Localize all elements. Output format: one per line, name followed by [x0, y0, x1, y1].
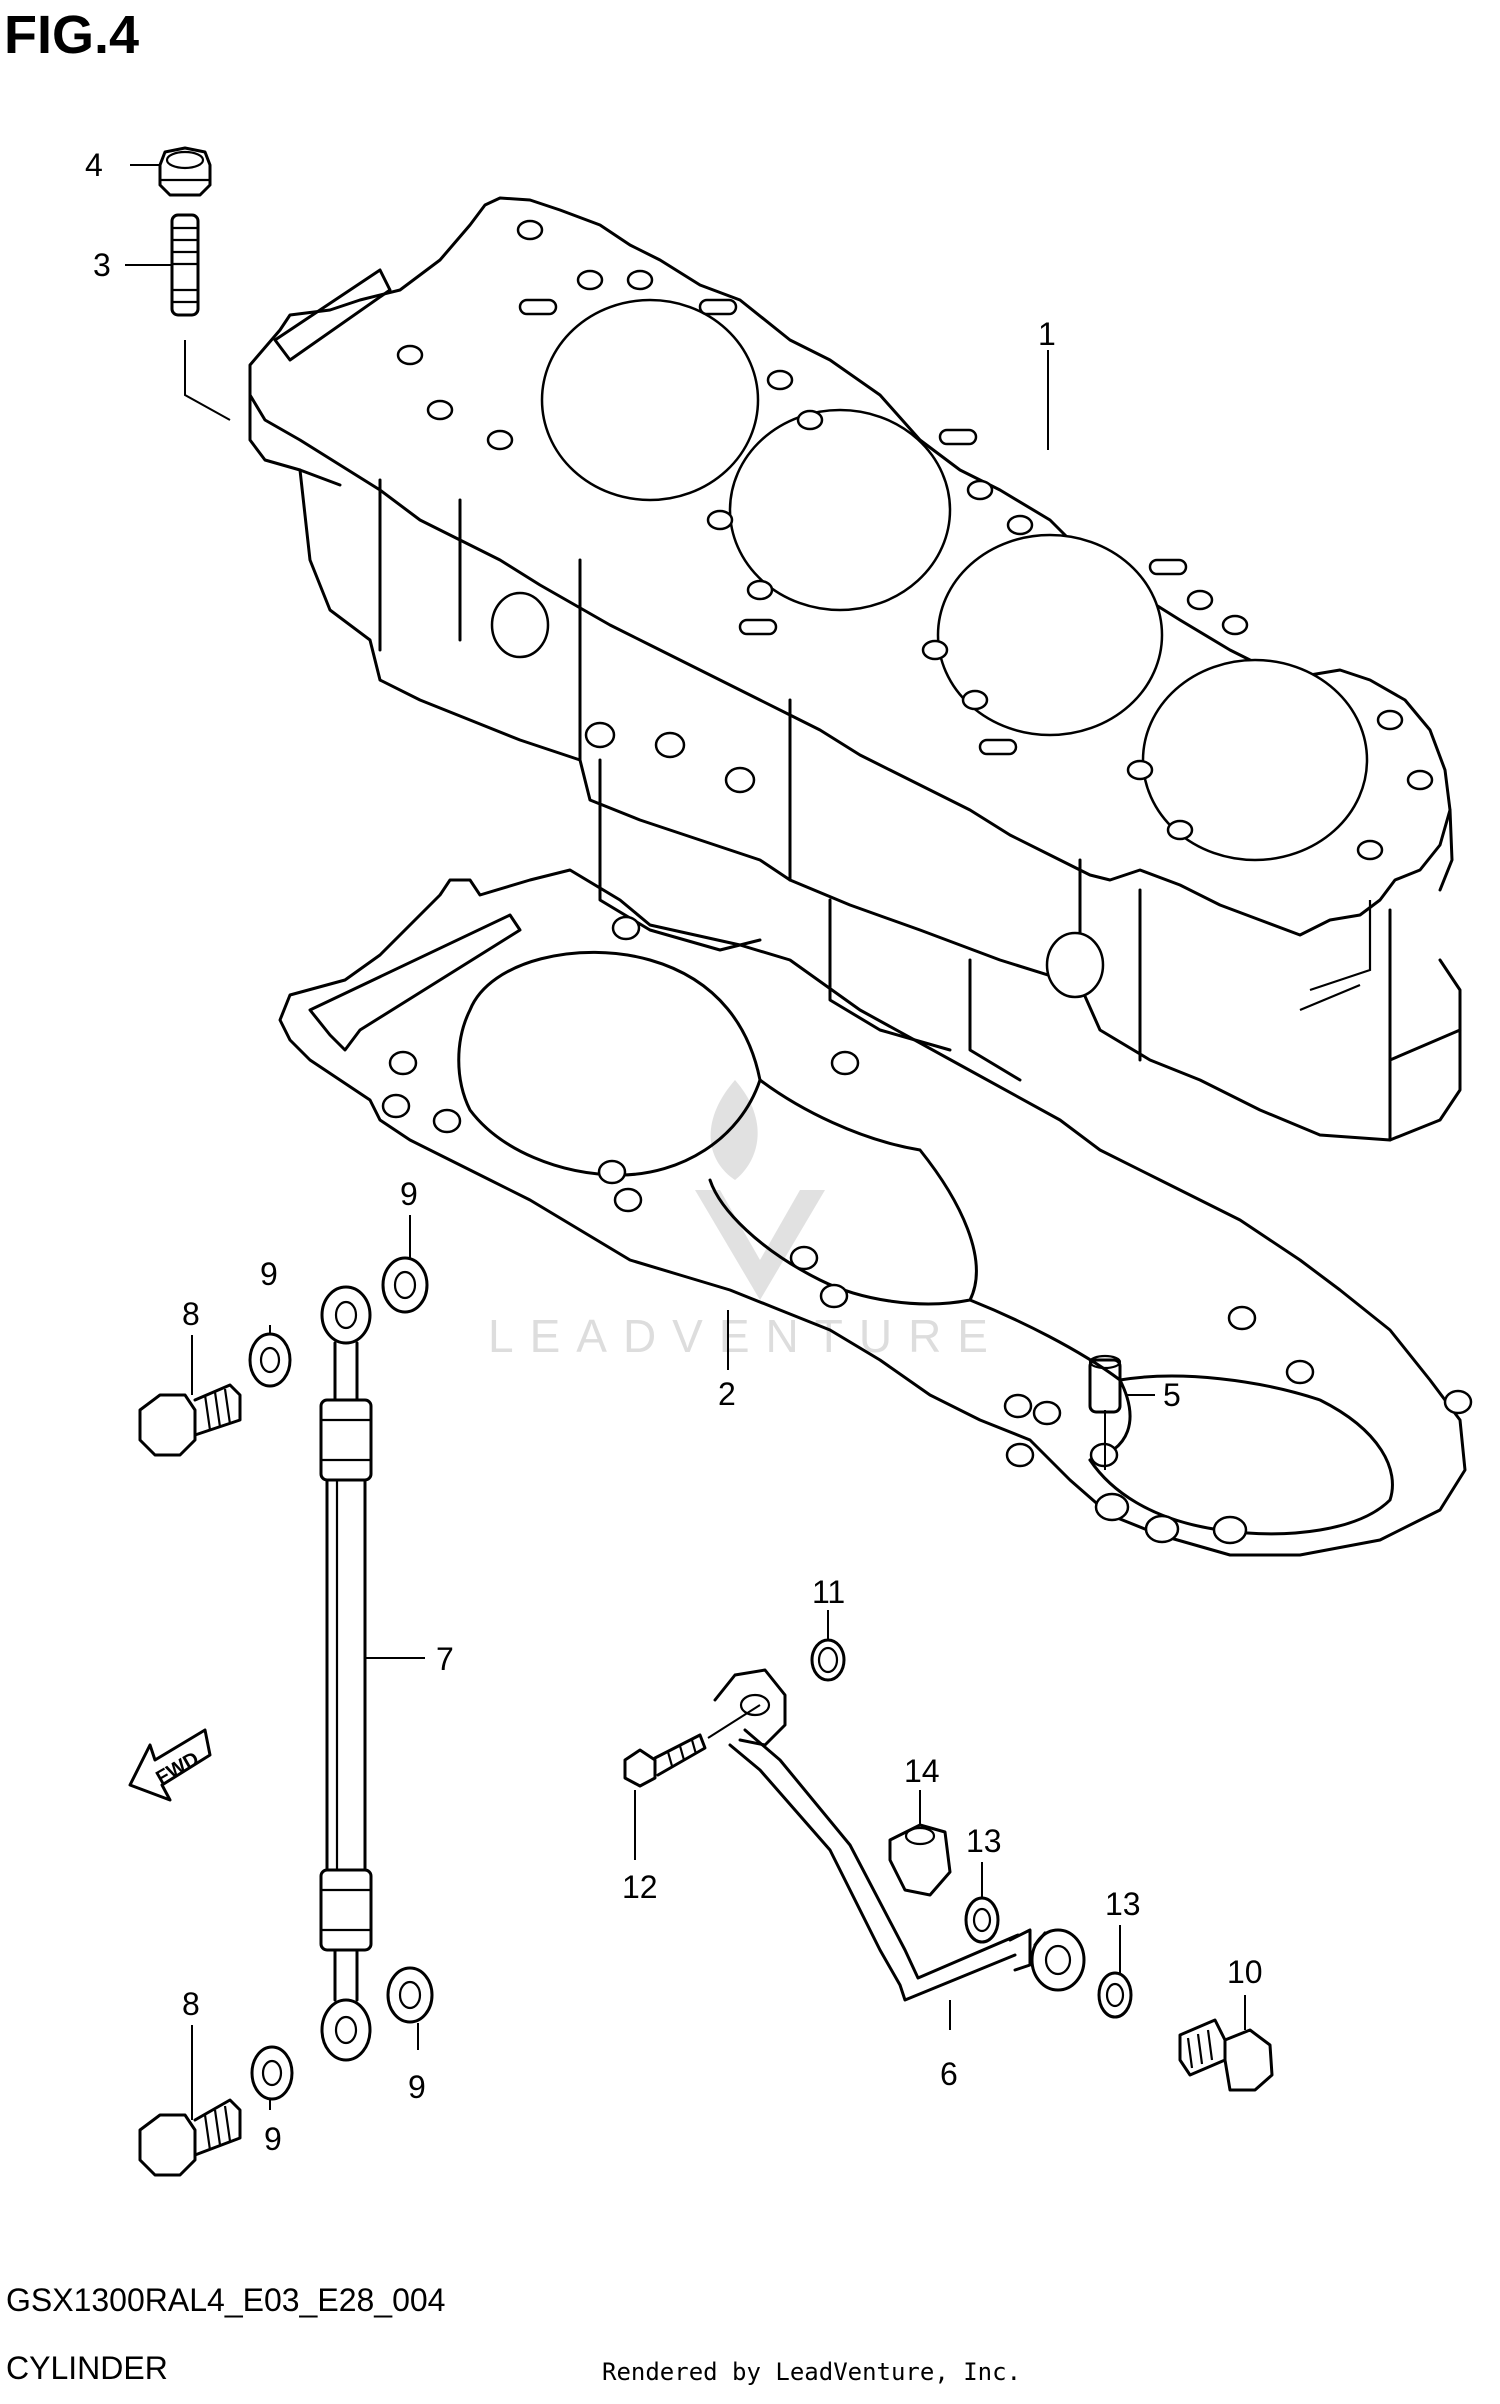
callout-3: 3 [93, 247, 111, 283]
oil-pipe[interactable] [713, 1668, 1086, 2002]
callout-14: 14 [904, 1753, 940, 1789]
bore-1 [540, 298, 760, 502]
callout-10: 10 [1227, 1954, 1263, 1990]
callout-9-lower-right: 9 [408, 2069, 426, 2105]
callout-8-upper: 8 [182, 1296, 200, 1332]
boss-right [1045, 931, 1105, 999]
watermark-text: LEADVENTURE [488, 1310, 1004, 1362]
gasket-cam-window [308, 913, 522, 1052]
gasket-holes [381, 915, 1473, 1545]
stud[interactable] [170, 213, 200, 317]
gasket-bore-1 [457, 950, 762, 1177]
callout-7: 7 [436, 1641, 454, 1677]
cylinder-gasket[interactable] [278, 868, 1473, 1557]
cap[interactable] [888, 1823, 952, 1897]
model-code: GSX1300RAL4_E03_E28_004 [6, 2282, 446, 2318]
callout-9-upper-left: 9 [260, 1256, 278, 1292]
deck-holes [396, 219, 1434, 861]
fwd-label: FWD [152, 1748, 202, 1790]
washer-upper-left[interactable] [248, 1332, 292, 1388]
callout-4: 4 [85, 147, 103, 183]
bolt[interactable] [623, 1733, 707, 1788]
callouts: 1 2 3 4 5 6 7 8 8 9 9 9 9 10 11 12 13 13… [85, 147, 1263, 2157]
gasket-washer-a[interactable] [964, 1896, 1000, 1944]
callout-9-upper-right: 9 [400, 1176, 418, 1212]
watermark-logo: LEADVENTURE [488, 1080, 1004, 1362]
oil-hose[interactable] [319, 1285, 373, 2062]
washer-upper-right[interactable] [381, 1256, 429, 1314]
union-bolt-right[interactable] [1178, 2018, 1274, 2092]
callout-2: 2 [718, 1376, 736, 1412]
o-ring[interactable] [810, 1638, 846, 1682]
section-name: CYLINDER [6, 2350, 168, 2386]
washer-lower-right[interactable] [386, 1966, 434, 2024]
callout-11: 11 [812, 1574, 845, 1610]
callout-13-a: 13 [966, 1823, 1002, 1859]
bore-3 [936, 533, 1164, 737]
fwd-arrow-icon: FWD [128, 1728, 212, 1802]
cylinder-block[interactable] [248, 196, 1462, 1142]
rendered-by: Rendered by LeadVenture, Inc. [602, 2358, 1022, 2386]
cam-chain-tunnel [273, 268, 392, 362]
callout-1: 1 [1038, 316, 1056, 352]
nut[interactable] [158, 146, 212, 197]
union-bolt-lower[interactable] [138, 2098, 242, 2177]
callout-9-lower-left: 9 [264, 2121, 282, 2157]
callout-13-b: 13 [1105, 1886, 1141, 1922]
dowel-pin[interactable] [1088, 1354, 1122, 1414]
figure-title: FIG.4 [4, 5, 140, 65]
washer-lower-left[interactable] [250, 2045, 294, 2101]
union-bolt-upper[interactable] [138, 1383, 242, 1457]
callout-12: 12 [622, 1869, 658, 1905]
boss-left [490, 591, 550, 659]
bore-2 [728, 408, 952, 612]
leader-lines [125, 164, 1246, 2120]
callout-5: 5 [1163, 1377, 1181, 1413]
callout-6: 6 [940, 2056, 958, 2092]
gasket-washer-b[interactable] [1097, 1971, 1133, 2019]
callout-8-lower: 8 [182, 1986, 200, 2022]
